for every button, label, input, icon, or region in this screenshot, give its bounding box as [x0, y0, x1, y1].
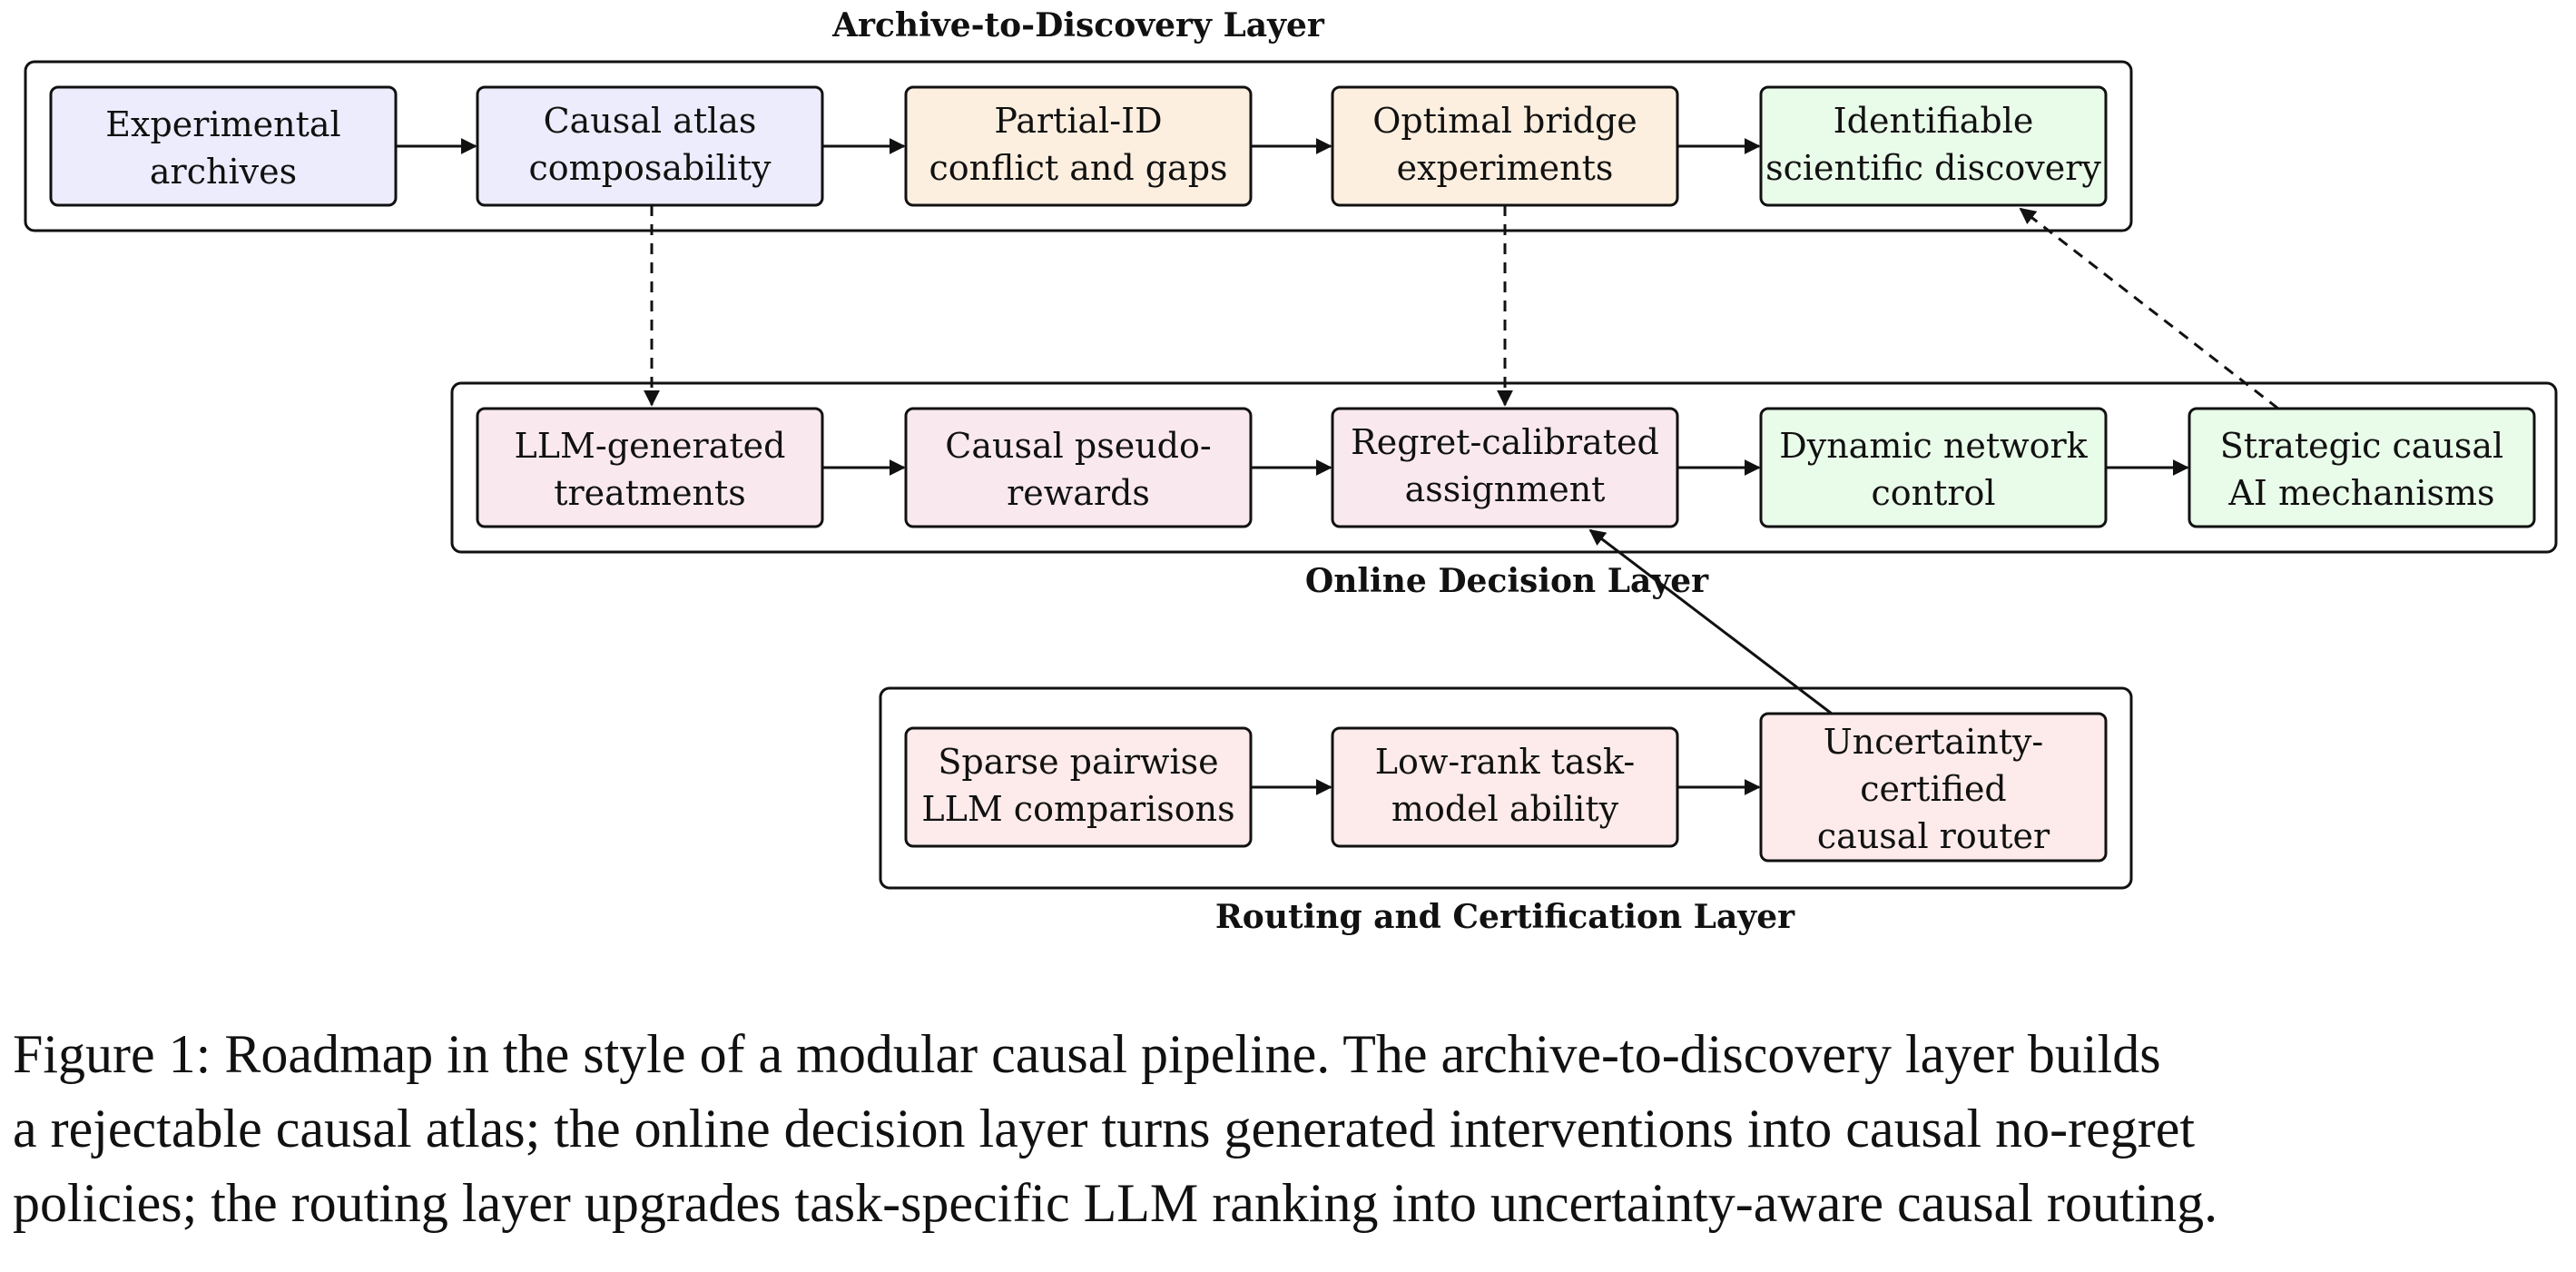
box-partial-id-conflict: Partial-ID conflict and gaps — [904, 85, 1253, 207]
caption-line: Figure 1: Roadmap in the style of a modu… — [13, 1024, 2161, 1084]
box-uncertainty-certified-causal-router: Uncertainty- certified causal router — [1759, 712, 2108, 863]
box-strategic-causal-ai-mechanisms: Strategic causal AI mechanisms — [2188, 407, 2536, 528]
box-line: Low-rank task- — [1375, 742, 1636, 782]
box-experimental-archives: Experimental archives — [49, 85, 398, 207]
box-line: treatments — [554, 473, 746, 513]
box-line: Causal atlas — [544, 101, 757, 141]
caption-line: a rejectable causal atlas; the online de… — [13, 1099, 2196, 1159]
archive-layer-frame — [24, 60, 2133, 232]
box-line: archives — [150, 152, 297, 192]
box-line: causal router — [1817, 816, 2050, 856]
box-causal-atlas-composability: Causal atlas composability — [476, 85, 824, 207]
arrow-router-to-assignment — [1588, 528, 1833, 715]
dashed-arrow-mechanisms-to-discovery — [2019, 207, 2279, 410]
box-identifiable-scientific-discovery: Identifiable scientific discovery — [1759, 85, 2108, 207]
box-line: Partial-ID — [994, 101, 1162, 141]
box-line: Experimental — [105, 104, 340, 144]
online-layer-title: Online Decision Layer — [1305, 562, 1709, 600]
box-line: assignment — [1405, 469, 1606, 509]
box-causal-pseudo-rewards: Causal pseudo- rewards — [904, 407, 1253, 528]
box-sparse-pairwise-comparisons: Sparse pairwise LLM comparisons — [904, 726, 1253, 848]
pipeline-diagram: Archive-to-Discovery Layer Online Decisi… — [24, 6, 2558, 936]
box-line: model ability — [1391, 789, 1619, 829]
box-line: Identifiable — [1834, 101, 2034, 141]
box-line: LLM comparisons — [921, 789, 1234, 829]
box-line: scientific discovery — [1765, 148, 2101, 188]
box-regret-calibrated-assignment: Regret-calibrated assignment — [1331, 407, 1679, 528]
box-optimal-bridge-experiments: Optimal bridge experiments — [1331, 85, 1679, 207]
box-line: Strategic causal — [2220, 426, 2503, 466]
box-line: Causal pseudo- — [945, 426, 1211, 466]
box-line: LLM-generated — [515, 426, 786, 466]
box-line: control — [1871, 473, 1995, 513]
box-line: composability — [528, 148, 772, 188]
box-line: Sparse pairwise — [938, 742, 1218, 782]
routing-layer-frame — [879, 686, 2133, 890]
box-low-rank-task-model-ability: Low-rank task- model ability — [1331, 726, 1679, 848]
box-line: AI mechanisms — [2227, 473, 2494, 513]
box-line: certified — [1860, 769, 2007, 809]
box-dynamic-network-control: Dynamic network control — [1759, 407, 2108, 528]
box-line: rewards — [1007, 473, 1150, 513]
archive-layer-title: Archive-to-Discovery Layer — [831, 6, 1325, 44]
box-line: Optimal bridge — [1372, 101, 1637, 141]
box-line: Dynamic network — [1779, 426, 2088, 466]
box-line: Regret-calibrated — [1351, 422, 1659, 462]
box-llm-generated-treatments: LLM-generated treatments — [476, 407, 824, 528]
figure-caption: Figure 1: Roadmap in the style of a modu… — [13, 1017, 2563, 1240]
routing-layer-title: Routing and Certification Layer — [1215, 898, 1795, 936]
box-line: Uncertainty- — [1824, 722, 2044, 762]
caption-line: policies; the routing layer upgrades tas… — [13, 1173, 2218, 1233]
box-line: experiments — [1397, 148, 1614, 188]
box-line: conflict and gaps — [929, 148, 1227, 188]
